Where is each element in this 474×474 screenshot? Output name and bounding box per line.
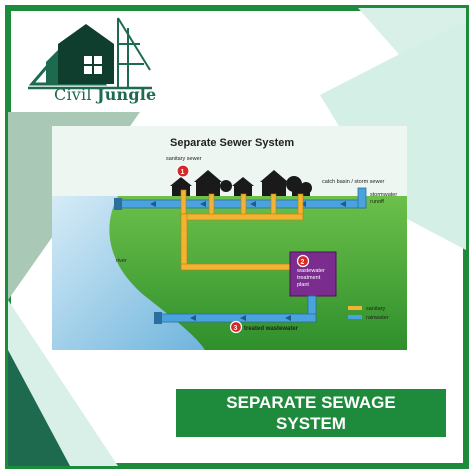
river-shape bbox=[52, 196, 205, 350]
step-marker-3: 3 bbox=[229, 320, 243, 334]
legend-label-rainwater: rainwater bbox=[366, 315, 389, 321]
title-banner: SEPARATE SEWAGE SYSTEM bbox=[176, 389, 446, 437]
treatment-label-3: plant bbox=[297, 282, 309, 288]
step-marker-1: 1 bbox=[176, 164, 190, 178]
stormwater-label-2: runoff bbox=[370, 199, 384, 205]
legend-swatch-rainwater bbox=[348, 315, 362, 319]
catch-basin-label: catch basin / storm sewer bbox=[322, 179, 385, 185]
sanitary-pipes bbox=[180, 189, 304, 271]
civil-jungle-logo bbox=[28, 14, 158, 110]
treatment-label-1: wastewater bbox=[296, 268, 325, 274]
treated-outfall bbox=[154, 312, 162, 324]
stormwater-label-1: stormwater bbox=[370, 192, 397, 198]
treated-wastewater-label: treated wastewater bbox=[244, 326, 299, 332]
storm-outfall bbox=[114, 198, 122, 210]
mint-triangle-bottom-left bbox=[8, 300, 118, 466]
treatment-label-2: treatment bbox=[297, 275, 321, 281]
house-logo-icon bbox=[28, 17, 152, 90]
river-label: river bbox=[116, 258, 127, 264]
sanitary-sewer-label: sanitary sewer bbox=[166, 156, 202, 162]
treated-pipe-main bbox=[157, 313, 317, 323]
treatment-plant bbox=[289, 251, 337, 297]
banner-line-2: SYSTEM bbox=[276, 414, 346, 433]
brand-name-part1: Civil bbox=[54, 85, 92, 104]
storm-pipe-inlet bbox=[357, 187, 367, 209]
treated-flow-arrows bbox=[190, 315, 291, 321]
step-marker-2: 2 bbox=[296, 254, 310, 268]
legend-swatch-sanitary bbox=[348, 306, 362, 310]
legend-label-sanitary: sanitary bbox=[366, 306, 386, 312]
step-marker-3-text: 3 bbox=[234, 325, 238, 332]
diagram-title: Separate Sewer System bbox=[170, 137, 294, 149]
step-marker-1-text: 1 bbox=[181, 169, 185, 176]
brand-name: Civil Jungle bbox=[54, 85, 156, 104]
step-marker-2-text: 2 bbox=[301, 259, 305, 266]
brand-name-part2: Jungle bbox=[96, 85, 157, 104]
banner-line-1: SEPARATE SEWAGE bbox=[226, 393, 396, 412]
legend: sanitary rainwater bbox=[348, 306, 389, 321]
